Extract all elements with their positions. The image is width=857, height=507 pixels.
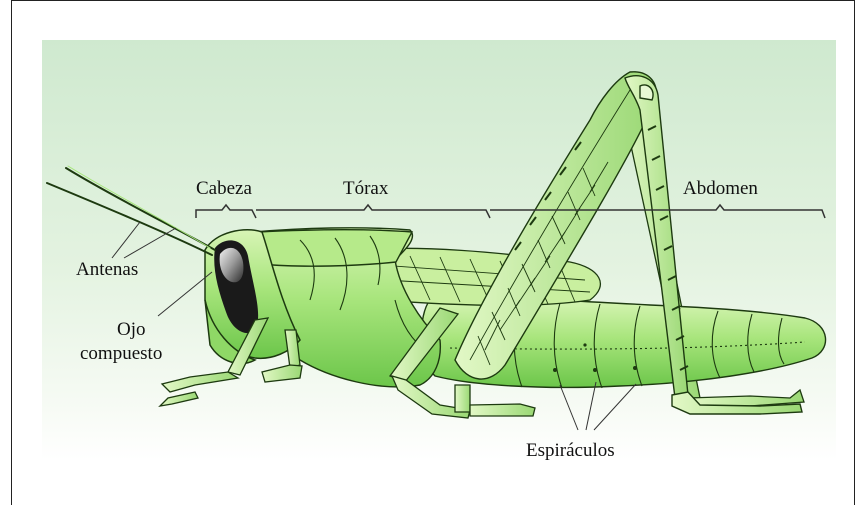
label-espiraculos: Espiráculos (526, 440, 615, 461)
bracket-cabeza (196, 205, 256, 218)
label-cabeza: Cabeza (196, 178, 252, 199)
label-ojo-line1: Ojo (117, 319, 146, 340)
label-abdomen: Abdomen (683, 178, 758, 199)
antennae (47, 166, 215, 255)
label-torax: Tórax (343, 178, 389, 199)
label-antenas: Antenas (76, 259, 138, 280)
label-ojo-line2: compuesto (80, 343, 162, 364)
bracket-torax (256, 205, 490, 218)
region-brackets (196, 205, 825, 218)
